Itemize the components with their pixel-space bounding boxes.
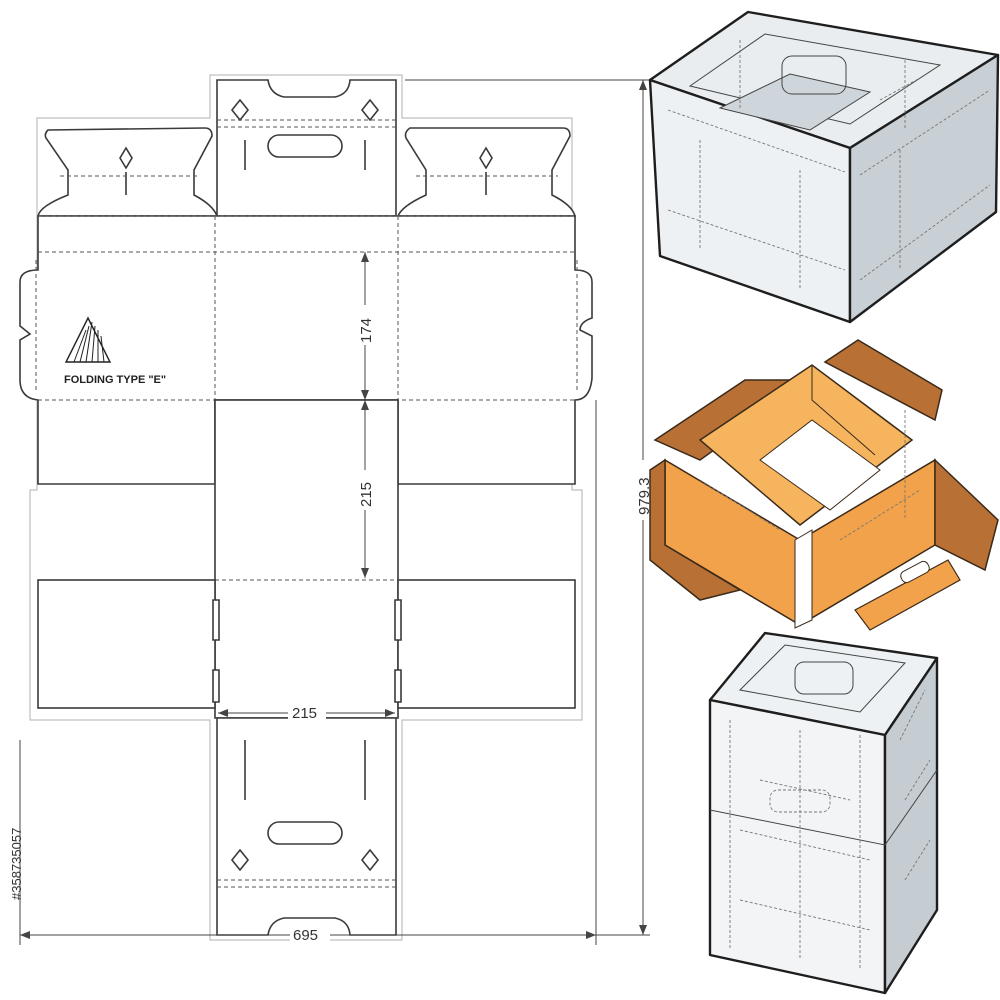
lower-left-panel (37, 579, 216, 709)
dim-215-vertical: 215 (358, 482, 375, 507)
center-panel (214, 399, 399, 719)
dimension-lines: 174 215 215 695 979.3 (19, 79, 653, 945)
top-handle-slot (267, 134, 343, 158)
dim-215-horizontal: 215 (292, 705, 317, 722)
bottom-handle-slot (267, 821, 343, 845)
left-top-flap (37, 127, 219, 217)
stock-id: #358735057 (9, 828, 24, 900)
dim-979-3: 979.3 (636, 477, 653, 515)
dim-695: 695 (293, 927, 318, 944)
folding-type-label: FOLDING TYPE "E" (64, 374, 166, 386)
assembled-box-top (648, 10, 1000, 324)
dim-174: 174 (358, 318, 375, 343)
open-box-kraft (649, 339, 999, 631)
stacked-boxes (708, 631, 939, 995)
dieline-flat-layout: FOLDING TYPE "E" (19, 74, 593, 941)
lower-right-panel (397, 579, 576, 709)
folding-type-triangle-icon (64, 316, 112, 363)
upper-panel-row (19, 215, 593, 485)
